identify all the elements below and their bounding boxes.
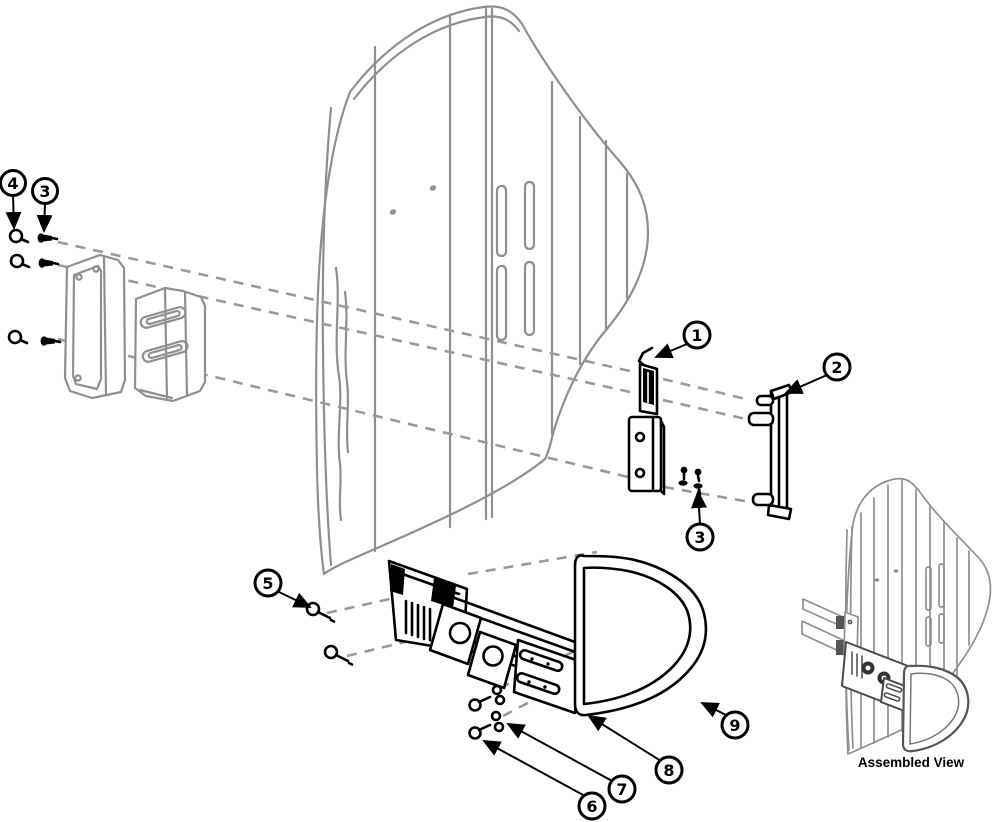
svg-text:1: 1 bbox=[691, 326, 702, 345]
leader-6 bbox=[482, 740, 586, 797]
svg-text:9: 9 bbox=[729, 716, 740, 735]
svg-text:3: 3 bbox=[39, 182, 50, 201]
shell-inner-top-contour bbox=[352, 15, 521, 101]
callout-8: 8 bbox=[654, 755, 684, 785]
latch-comb bbox=[404, 599, 432, 642]
leader-2 bbox=[784, 374, 828, 394]
callout-9: 9 bbox=[720, 710, 750, 740]
washer bbox=[491, 684, 503, 696]
svg-text:5: 5 bbox=[262, 574, 273, 593]
shell-inner-left-contour bbox=[321, 106, 333, 567]
washer bbox=[7, 329, 23, 345]
callout-7: 7 bbox=[607, 774, 637, 804]
callout-4: 4 bbox=[0, 169, 27, 197]
back-pad bbox=[573, 554, 708, 717]
shell-rib-lines bbox=[373, 7, 629, 553]
screws-item-5 bbox=[305, 601, 354, 666]
washer-screw-row-3 bbox=[7, 329, 62, 346]
shell-left-flange-line bbox=[334, 266, 343, 522]
plate-hole bbox=[75, 273, 83, 281]
screw bbox=[38, 258, 60, 268]
cane-clamp-bracket bbox=[627, 346, 666, 496]
screw bbox=[468, 723, 492, 740]
mount-strap-right bbox=[747, 383, 794, 521]
svg-text:2: 2 bbox=[831, 358, 842, 377]
washer bbox=[490, 710, 502, 722]
leader-3-right bbox=[691, 490, 707, 525]
shell-slots bbox=[495, 180, 536, 342]
shell-left-flange-line-2 bbox=[343, 290, 350, 454]
washer-screw-row-2 bbox=[9, 253, 60, 269]
leader-7 bbox=[506, 723, 615, 783]
svg-text:8: 8 bbox=[663, 761, 674, 780]
callout-1: 1 bbox=[682, 320, 712, 350]
screw bbox=[40, 336, 62, 346]
strap-peg bbox=[755, 394, 775, 407]
screws-items-6-7 bbox=[468, 684, 506, 740]
callout-3-left: 3 bbox=[31, 177, 59, 205]
screw bbox=[323, 644, 354, 666]
svg-text:4: 4 bbox=[7, 174, 18, 193]
strap-peg bbox=[747, 411, 775, 427]
plate-slot bbox=[518, 649, 564, 673]
leader-4 bbox=[5, 194, 22, 230]
svg-text:6: 6 bbox=[586, 797, 597, 816]
washer bbox=[8, 228, 24, 244]
assembled-pad bbox=[901, 664, 970, 753]
screw bbox=[37, 233, 59, 243]
washer bbox=[494, 694, 506, 706]
latch-assembly bbox=[387, 559, 596, 715]
leader-1 bbox=[654, 343, 688, 359]
backrest-shell bbox=[314, 5, 650, 576]
leader-3-left bbox=[36, 202, 53, 233]
bracket-hole bbox=[634, 467, 646, 479]
washer-screw-row-1 bbox=[8, 228, 59, 244]
screw bbox=[468, 695, 492, 712]
assembled-view-label: Assembled View bbox=[858, 755, 965, 770]
svg-text:3: 3 bbox=[694, 528, 705, 547]
bracket-plate bbox=[627, 415, 663, 493]
assembled-view: Assembled View bbox=[801, 477, 992, 770]
leader-5 bbox=[278, 591, 312, 608]
latch-knob bbox=[448, 621, 472, 645]
bracket-slot bbox=[139, 306, 187, 329]
plate-hole bbox=[92, 265, 100, 273]
callout-5: 5 bbox=[253, 568, 283, 598]
latch-knob bbox=[482, 645, 504, 667]
leader-9 bbox=[700, 702, 729, 718]
svg-text:7: 7 bbox=[616, 780, 627, 799]
callout-2: 2 bbox=[822, 352, 852, 382]
shell-mount-holes bbox=[389, 185, 437, 215]
plate-hole bbox=[74, 374, 82, 382]
screw bbox=[305, 601, 336, 623]
mount-bracket-left bbox=[133, 286, 207, 403]
plate-slot bbox=[515, 672, 561, 696]
leader-lines bbox=[5, 194, 828, 797]
leader-8 bbox=[587, 714, 662, 762]
callout-3-right: 3 bbox=[685, 522, 715, 552]
bracket-hole bbox=[634, 431, 646, 443]
callout-6: 6 bbox=[577, 791, 607, 821]
mount-plate-left bbox=[63, 253, 127, 400]
bracket-slot bbox=[141, 340, 189, 363]
strap-peg bbox=[751, 492, 775, 507]
washer bbox=[493, 721, 505, 733]
slotted-plate bbox=[512, 638, 581, 715]
washer bbox=[9, 253, 25, 269]
